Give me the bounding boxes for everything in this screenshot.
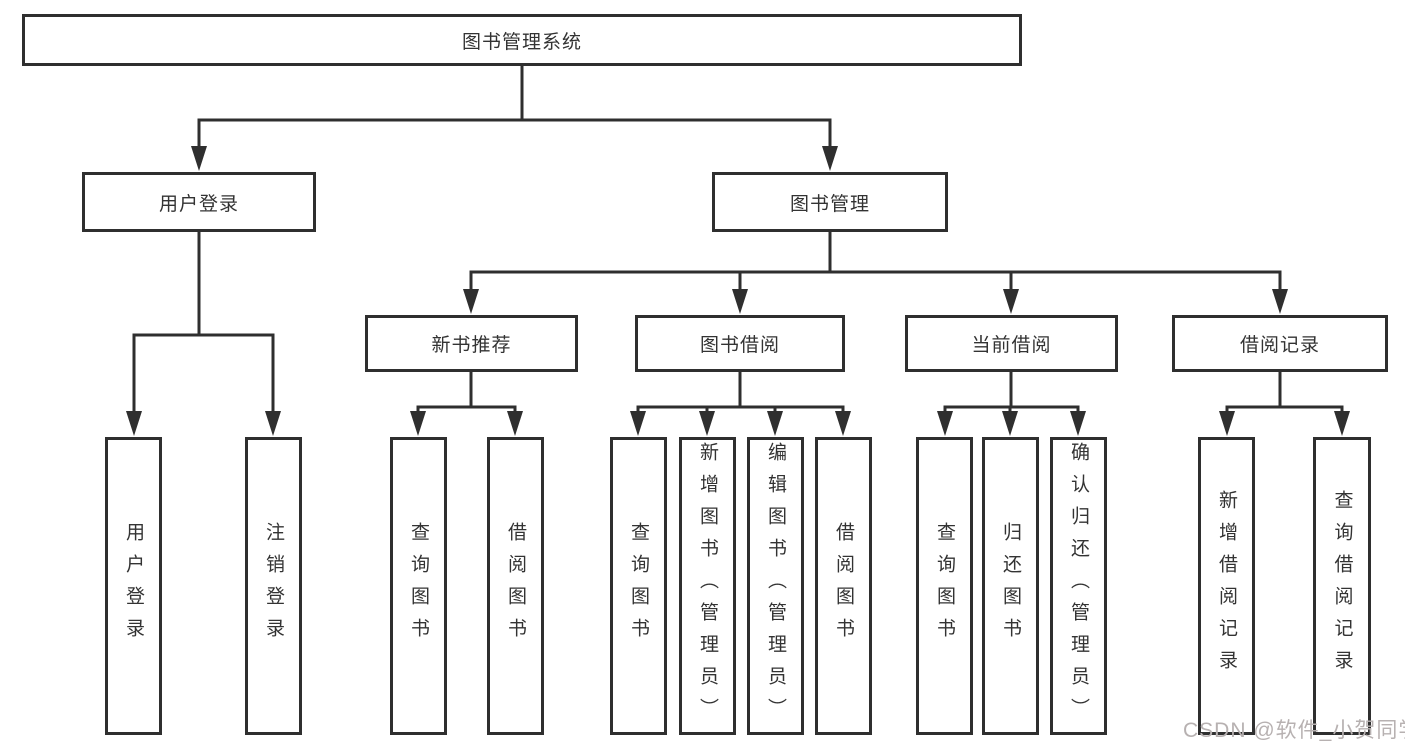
node-label: 编辑图书（管理员） xyxy=(765,442,786,730)
node-new-book-recommendation: 新书推荐 xyxy=(365,315,578,372)
node-label: 查询图书 xyxy=(408,522,429,650)
node-book-borrowing: 图书借阅 xyxy=(635,315,845,372)
leaf-borrow-books: 借阅图书 xyxy=(487,437,544,735)
node-label: 注销登录 xyxy=(263,522,284,650)
leaf-add-borrow-record: 新增借阅记录 xyxy=(1198,437,1255,735)
node-book-management: 图书管理 xyxy=(712,172,948,232)
node-label: 用户登录 xyxy=(158,193,239,215)
connector-arrowheads xyxy=(126,146,1350,436)
node-label: 新增图书（管理员） xyxy=(697,442,718,730)
node-label: 新增借阅记录 xyxy=(1216,490,1237,682)
leaf-confirm-return-admin: 确认归还（管理员） xyxy=(1050,437,1107,735)
node-label: 图书管理 xyxy=(789,193,870,215)
leaf-query-books: 查询图书 xyxy=(916,437,973,735)
leaf-add-books-admin: 新增图书（管理员） xyxy=(679,437,736,735)
node-library-management-system: 图书管理系统 xyxy=(22,14,1022,66)
node-label: 当前借阅 xyxy=(971,335,1052,356)
node-borrowing-records: 借阅记录 xyxy=(1172,315,1388,372)
node-label: 归还图书 xyxy=(1000,522,1021,650)
leaf-edit-books-admin: 编辑图书（管理员） xyxy=(747,437,804,735)
leaf-query-books: 查询图书 xyxy=(390,437,447,735)
node-label: 用户登录 xyxy=(123,522,144,650)
leaf-logout: 注销登录 xyxy=(245,437,302,735)
leaf-query-borrow-record: 查询借阅记录 xyxy=(1313,437,1371,735)
node-label: 借阅图书 xyxy=(505,522,526,650)
node-label: 借阅图书 xyxy=(833,522,854,650)
node-label: 图书借阅 xyxy=(699,335,780,356)
leaf-user-login: 用户登录 xyxy=(105,437,162,735)
leaf-borrow-books: 借阅图书 xyxy=(815,437,872,735)
node-user-login: 用户登录 xyxy=(82,172,316,232)
csdn-watermark: CSDN @软件_小贺同学 xyxy=(1183,719,1405,742)
leaf-query-books: 查询图书 xyxy=(610,437,667,735)
node-label: 图书管理系统 xyxy=(461,31,582,53)
node-label: 查询图书 xyxy=(628,522,649,650)
leaf-return-books: 归还图书 xyxy=(982,437,1039,735)
node-label: 借阅记录 xyxy=(1239,335,1320,356)
node-current-borrowing: 当前借阅 xyxy=(905,315,1118,372)
node-label: 确认归还（管理员） xyxy=(1068,442,1089,730)
node-label: 查询借阅记录 xyxy=(1331,490,1353,682)
node-label: 新书推荐 xyxy=(431,335,512,356)
node-label: 查询图书 xyxy=(934,522,955,650)
